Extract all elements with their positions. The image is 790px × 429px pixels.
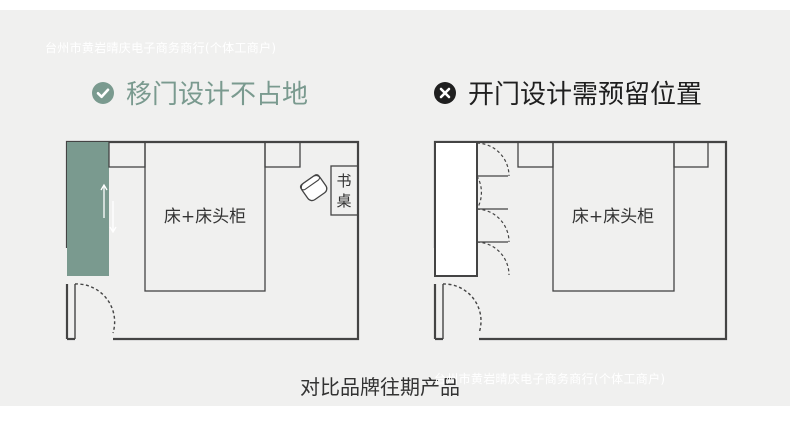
- x-circle-icon: [434, 81, 456, 104]
- watermark-bottom: 台州市黄岩晴庆电子商务商行(个体工商户): [434, 372, 666, 386]
- left-bed-label: 床+床头柜: [164, 207, 246, 227]
- left-floor-plan: 床+床头柜 书 桌: [65, 140, 360, 341]
- right-title: 开门设计需预留位置: [468, 80, 703, 110]
- caption: 对比品牌往期产品: [300, 375, 460, 399]
- hinged-wardrobe: [434, 141, 478, 277]
- left-bed: [144, 141, 266, 292]
- left-nightstand-1: [108, 141, 146, 168]
- right-room-walls: [433, 140, 728, 341]
- right-bed-label: 床+床头柜: [572, 207, 654, 227]
- right-bed: [552, 141, 675, 292]
- right-heading: 开门设计需预留位置: [434, 74, 702, 111]
- left-door-swing: [74, 283, 116, 334]
- left-heading: 移门设计不占地: [92, 74, 308, 111]
- right-nightstand-1: [517, 141, 554, 168]
- left-nightstand-2: [264, 141, 301, 168]
- desk-label-1: 书: [336, 172, 351, 190]
- desk: [330, 165, 359, 216]
- right-nightstand-2: [673, 141, 709, 168]
- desk-chair: [299, 174, 328, 202]
- right-door-swing: [442, 283, 482, 334]
- sliding-wardrobe: [67, 142, 109, 276]
- desk-label-2: 桌: [336, 192, 351, 210]
- check-circle-icon: [92, 81, 114, 104]
- wardrobe-door-swing-zone: [476, 142, 510, 276]
- left-room-walls: [65, 140, 360, 341]
- left-title: 移门设计不占地: [126, 80, 309, 110]
- right-floor-plan: 床+床头柜: [433, 140, 728, 341]
- watermark-top: 台州市黄岩晴庆电子商务商行(个体工商户): [45, 41, 277, 55]
